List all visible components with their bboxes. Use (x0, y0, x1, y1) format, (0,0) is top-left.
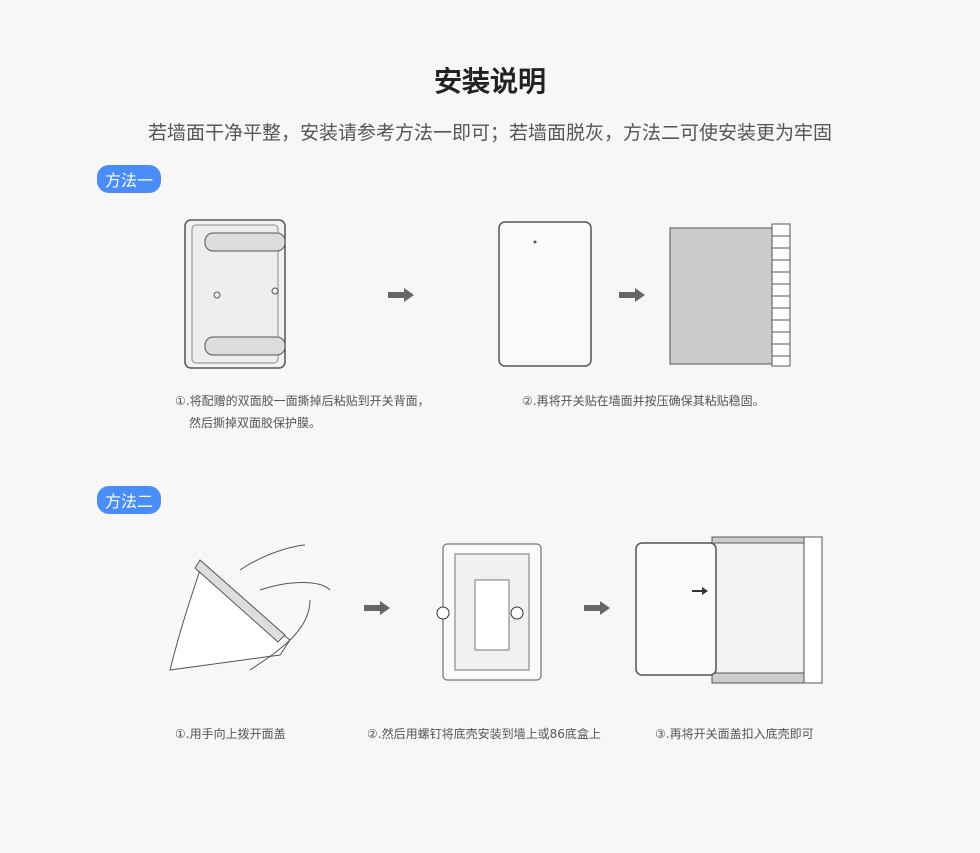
method1-badge: 方法一 (97, 165, 162, 193)
switch-front-illustration (498, 221, 592, 367)
method1-step1-caption: ①.将配赠的双面胶一面撕掉后粘贴到开关背面， 然后撕掉双面胶保护膜。 (175, 390, 430, 434)
method2-step3-caption: ③.再将开关面盖扣入底壳即可 (655, 727, 814, 741)
arrow-icon (584, 601, 610, 615)
method2-step1-caption: ①.用手向上拨开面盖 (175, 727, 286, 741)
method2-step2-caption: ②.然后用螺钉将底壳安装到墙上或86底盒上 (367, 727, 601, 741)
method1-step2-caption: ②.再将开关贴在墙面并按压确保其粘贴稳固。 (522, 394, 765, 408)
switch-on-wall-illustration (669, 223, 791, 367)
caption-line: 然后撕掉双面胶保护膜。 (189, 416, 322, 430)
page-title: 安装说明 (433, 65, 546, 98)
method2-badge: 方法二 (97, 486, 162, 514)
base-screw-illustration (436, 543, 542, 681)
caption-line: ①.将配赠的双面胶一面撕掉后粘贴到开关背面， (175, 394, 430, 408)
page-subtitle: 若墙面干净平整，安装请参考方法一即可；若墙面脱灰，方法二可使安装更为牢固 (147, 122, 832, 144)
arrow-icon (388, 288, 414, 302)
switch-back-illustration (184, 219, 286, 369)
hand-opening-cover-illustration (169, 544, 331, 671)
arrow-icon (364, 601, 390, 615)
arrow-icon (619, 288, 645, 302)
cover-snap-in-illustration (635, 536, 823, 684)
